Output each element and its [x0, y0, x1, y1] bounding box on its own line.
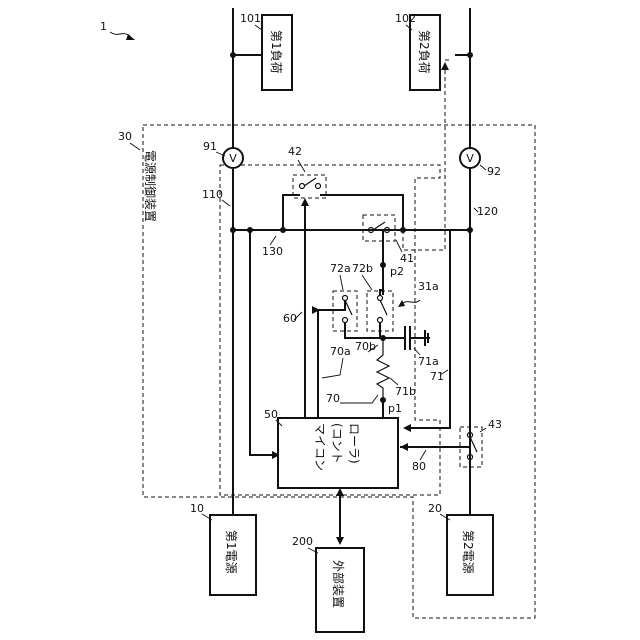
ref-72a: 72a: [330, 262, 351, 275]
ref-70a-lead: [322, 358, 343, 378]
ref-71a: 71a: [418, 355, 439, 368]
ref-31a-lead: [402, 300, 420, 304]
ref-10: 10: [190, 502, 204, 515]
ref-42: 42: [288, 145, 302, 158]
ref-71a-lead: [414, 348, 420, 355]
ref-101: 101: [240, 12, 261, 25]
ref-72b: 72b: [352, 262, 373, 275]
ref-1: 1: [100, 20, 107, 33]
line-71-arrow: [403, 424, 411, 432]
feed-110-to-controller: [250, 230, 278, 455]
ref-91: 91: [203, 140, 217, 153]
node-load2: [467, 52, 473, 58]
ref-72b-lead: [362, 275, 372, 290]
node-bus-left: [230, 227, 236, 233]
load2-label: 第2負荷: [417, 30, 431, 74]
ref-p2: p2: [390, 265, 404, 278]
switch-72b-contact-b: [378, 318, 383, 323]
capacitor-ground: [410, 330, 430, 346]
ref-20: 20: [428, 502, 442, 515]
switch-42-blade: [304, 178, 316, 186]
ref-110-lead: [222, 200, 230, 206]
switch-72a-wire: [318, 300, 383, 338]
ref-70: 70: [326, 392, 340, 405]
load2-arrow: [441, 62, 449, 70]
ref-70b: 70b: [355, 340, 376, 353]
controller-label-line1: マイコン: [313, 423, 327, 471]
controller-label-line2: (コント: [330, 423, 344, 464]
ref-92-lead: [480, 165, 486, 170]
ref-41-lead: [396, 240, 402, 252]
ref-130-lead: [270, 236, 276, 245]
ref-71b: 71b: [395, 385, 416, 398]
ref-130: 130: [262, 245, 283, 258]
external-arrow-up: [336, 488, 344, 496]
power2-label: 第2電源: [461, 530, 475, 574]
ref-p1: p1: [388, 402, 402, 415]
ref-30-lead: [130, 143, 140, 150]
ref-110: 110: [202, 188, 223, 201]
switch-72b-blade: [380, 300, 387, 315]
switch-42-contact-a: [300, 184, 305, 189]
switch-42-wire: [283, 195, 403, 230]
ref-70a: 70a: [330, 345, 351, 358]
node-load1: [230, 52, 236, 58]
ref-50: 50: [264, 408, 278, 421]
ref-101-lead: [255, 25, 262, 30]
ref-120: 120: [477, 205, 498, 218]
node-bus-right: [467, 227, 473, 233]
ref-31a: 31a: [418, 280, 439, 293]
external-arrow-down: [336, 537, 344, 545]
controller-label-line3: ローラ): [347, 423, 361, 464]
external-device-label: 外部装置: [331, 560, 346, 608]
load1-label: 第1負荷: [269, 30, 283, 74]
switch-72a-contact-a: [343, 296, 348, 301]
switch-41-box: [363, 215, 395, 241]
ref-42-lead: [298, 160, 305, 172]
control-device-label: 電源制御装置: [143, 150, 158, 222]
ref-30: 30: [118, 130, 132, 143]
switch-43-blade: [470, 437, 477, 452]
ref-43-lead: [480, 428, 486, 432]
ref-72a-lead: [340, 275, 343, 290]
switch-42-contact-b: [316, 184, 321, 189]
switch-72b-contact-a: [378, 296, 383, 301]
ref-80: 80: [412, 460, 426, 473]
ref-1-lead: [110, 32, 130, 36]
ref-92: 92: [487, 165, 501, 178]
switch-41-blade: [373, 222, 385, 230]
voltmeter-92-symbol: V: [466, 152, 474, 165]
ref-31a-arrow: [398, 300, 405, 307]
line-60-arrow: [301, 198, 309, 206]
ref-80-lead: [420, 450, 426, 460]
ref-43: 43: [488, 418, 502, 431]
switch-72a-blade: [345, 300, 352, 315]
resistor-70: [377, 338, 389, 400]
power1-label: 第1電源: [224, 530, 238, 574]
node-feed: [247, 227, 253, 233]
switch-72a-contact-b: [343, 318, 348, 323]
ref-41: 41: [400, 252, 414, 265]
voltmeter-91-symbol: V: [229, 152, 237, 165]
node-p2: [380, 262, 386, 268]
ref-102: 102: [395, 12, 416, 25]
ref-200: 200: [292, 535, 313, 548]
ref-71: 71: [430, 370, 444, 383]
ref-71b-lead: [390, 378, 398, 385]
line-80-arrow: [400, 443, 408, 451]
ref-70-lead: [340, 395, 378, 403]
